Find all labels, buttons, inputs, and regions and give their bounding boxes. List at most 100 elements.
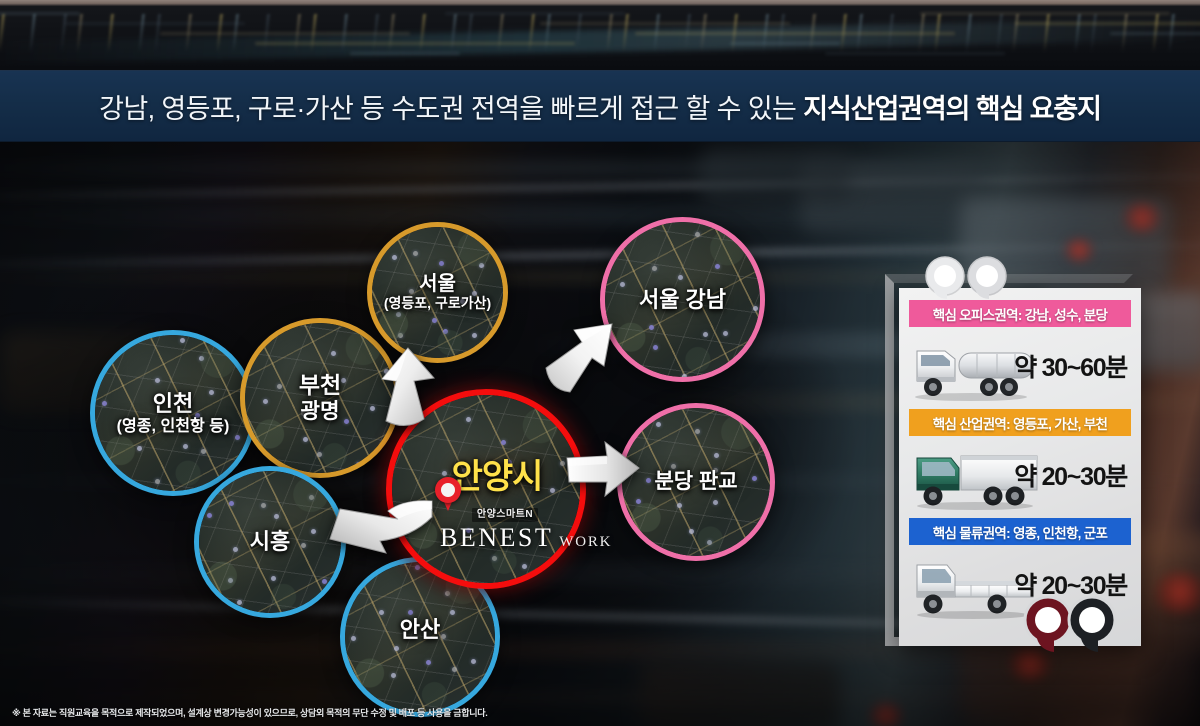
map-poi-marker [303, 378, 309, 384]
info-row-time-office: 약 30~60분 [1014, 354, 1128, 382]
photo-horizontal-streak [1015, 22, 1200, 25]
map-poi-marker [351, 635, 356, 641]
photo-horizontal-streak [160, 32, 410, 35]
map-poi-marker [199, 356, 205, 362]
map-poi-marker [322, 578, 328, 584]
tanker-truck-icon [915, 350, 1034, 401]
map-poi-marker [303, 436, 309, 442]
map-poi-marker [445, 590, 451, 596]
map-poi-marker [139, 426, 145, 432]
map-poi-marker [208, 390, 214, 396]
info-row-time-industry: 약 20~30분 [1014, 463, 1128, 491]
map-poi-marker [228, 500, 234, 506]
map-poi-marker [154, 378, 160, 384]
map-poi-marker [200, 448, 206, 454]
map-poi-marker [450, 610, 456, 616]
map-poi-marker [179, 338, 185, 344]
map-poi-marker [310, 529, 316, 535]
map-poi-marker [432, 318, 438, 324]
quote-open-icon [925, 256, 1011, 300]
map-poi-marker [619, 282, 625, 288]
map-poi-marker [688, 528, 694, 534]
map-poi-marker [652, 344, 658, 350]
map-poi-marker [753, 306, 759, 312]
map-poi-marker [442, 328, 448, 334]
map-poi-marker [465, 416, 471, 422]
map-poi-marker [236, 599, 242, 605]
map-poi-marker [396, 312, 402, 318]
map-poi-marker [407, 609, 413, 615]
map-poi-marker [234, 435, 240, 441]
map-poi-marker [751, 476, 757, 482]
map-circle-siheung[interactable]: 시흥 [194, 466, 346, 618]
pin-center-dot [441, 483, 455, 497]
photo-horizontal-streak [825, 52, 1005, 55]
map-poi-marker [412, 250, 418, 256]
map-circle-seoul[interactable]: 서울 (영등포, 구로가산) [367, 222, 508, 363]
photo-horizontal-streak [0, 12, 80, 15]
quote-close-glyph [1023, 596, 1117, 652]
satellite-map-texture [392, 395, 580, 583]
satellite-map-texture [605, 222, 760, 377]
headline-normal-text: 강남, 영등포, 구로·가산 등 수도권 전역을 빠르게 접근 할 수 있는 [99, 93, 804, 124]
headline-strong-text: 지식산업권역의 핵심 요충지 [803, 93, 1102, 124]
footer-disclaimer: ※ 본 자료는 직원교육을 목적으로 제작되었으며, 설계상 변경가능성이 있으… [12, 708, 488, 718]
map-poi-marker [715, 264, 721, 270]
map-poi-marker [301, 543, 307, 549]
photo-horizontal-streak [920, 12, 1170, 15]
satellite-map-texture [199, 471, 341, 613]
info-row-title-bar-office: 핵심 오피스권역: 강남, 성수, 분당 [909, 300, 1131, 327]
map-poi-marker [331, 351, 337, 357]
info-row-body-office: 약 30~60분 [909, 327, 1131, 405]
quote-open-glyph [925, 256, 1007, 299]
map-poi-marker [694, 232, 700, 238]
info-row-office: 핵심 오피스권역: 강남, 성수, 분당 [909, 300, 1131, 405]
map-poi-marker [206, 512, 212, 518]
map-poi-marker [425, 660, 431, 666]
map-poi-marker [451, 666, 457, 672]
photo-horizontal-streak [255, 42, 575, 45]
map-poi-marker [678, 275, 684, 281]
map-poi-marker [340, 378, 346, 384]
map-poi-marker [500, 440, 506, 446]
satellite-map-texture [245, 323, 395, 473]
map-poi-marker [655, 421, 661, 427]
map-poi-marker [722, 330, 728, 336]
map-poi-marker [677, 503, 683, 509]
map-pin-icon [435, 477, 461, 511]
map-poi-marker [695, 428, 701, 434]
headline-text: 강남, 영등포, 구로·가산 등 수도권 전역을 빠르게 접근 할 수 있는 지… [99, 87, 1102, 126]
box-truck-icon [916, 455, 1038, 510]
info-row-logistics: 핵심 물류권역: 영종, 인천항, 군포 [909, 518, 1131, 623]
map-poi-marker [227, 577, 233, 583]
map-circle-seoul-gangnam[interactable]: 서울 강남 [600, 217, 765, 382]
photo-horizontal-streak [445, 12, 625, 15]
map-poi-marker [649, 324, 655, 330]
photo-horizontal-streak [635, 32, 955, 35]
top-highway-photo-strip [0, 0, 1200, 70]
map-poi-marker [398, 332, 404, 338]
map-poi-marker [343, 418, 349, 424]
map-poi-marker [466, 527, 472, 533]
map-poi-marker [681, 373, 687, 377]
map-poi-marker [713, 452, 719, 458]
photo-horizontal-streak [350, 52, 460, 55]
map-poi-marker [713, 500, 719, 506]
map-poi-marker [355, 462, 361, 468]
info-panel: 핵심 오피스권역: 강남, 성수, 분당 [899, 288, 1141, 646]
info-row-title-bar-industry: 핵심 산업권역: 영등포, 가산, 부천 [909, 409, 1131, 436]
quote-close-icon [1022, 596, 1118, 654]
headline-banner: 강남, 영등포, 구로·가산 등 수도권 전역을 빠르게 접근 할 수 있는 지… [0, 70, 1200, 142]
info-row-industry: 핵심 산업권역: 영등포, 가산, 부천 [909, 409, 1131, 514]
map-poi-marker [707, 540, 713, 546]
info-row-title-bar-logistics: 핵심 물류권역: 영종, 인천항, 군포 [909, 518, 1131, 545]
map-poi-marker [660, 301, 666, 307]
map-circle-bundang-pangyo[interactable]: 분당 판교 [617, 403, 775, 561]
info-row-time-logistics: 약 20~30분 [1014, 572, 1128, 600]
photo-horizontal-streak [65, 22, 245, 25]
map-poi-marker [391, 673, 397, 679]
info-row-body-industry: 약 20~30분 [909, 436, 1131, 514]
map-poi-marker [155, 479, 161, 485]
photo-horizontal-streak [1110, 32, 1200, 35]
map-poi-marker [442, 471, 448, 477]
